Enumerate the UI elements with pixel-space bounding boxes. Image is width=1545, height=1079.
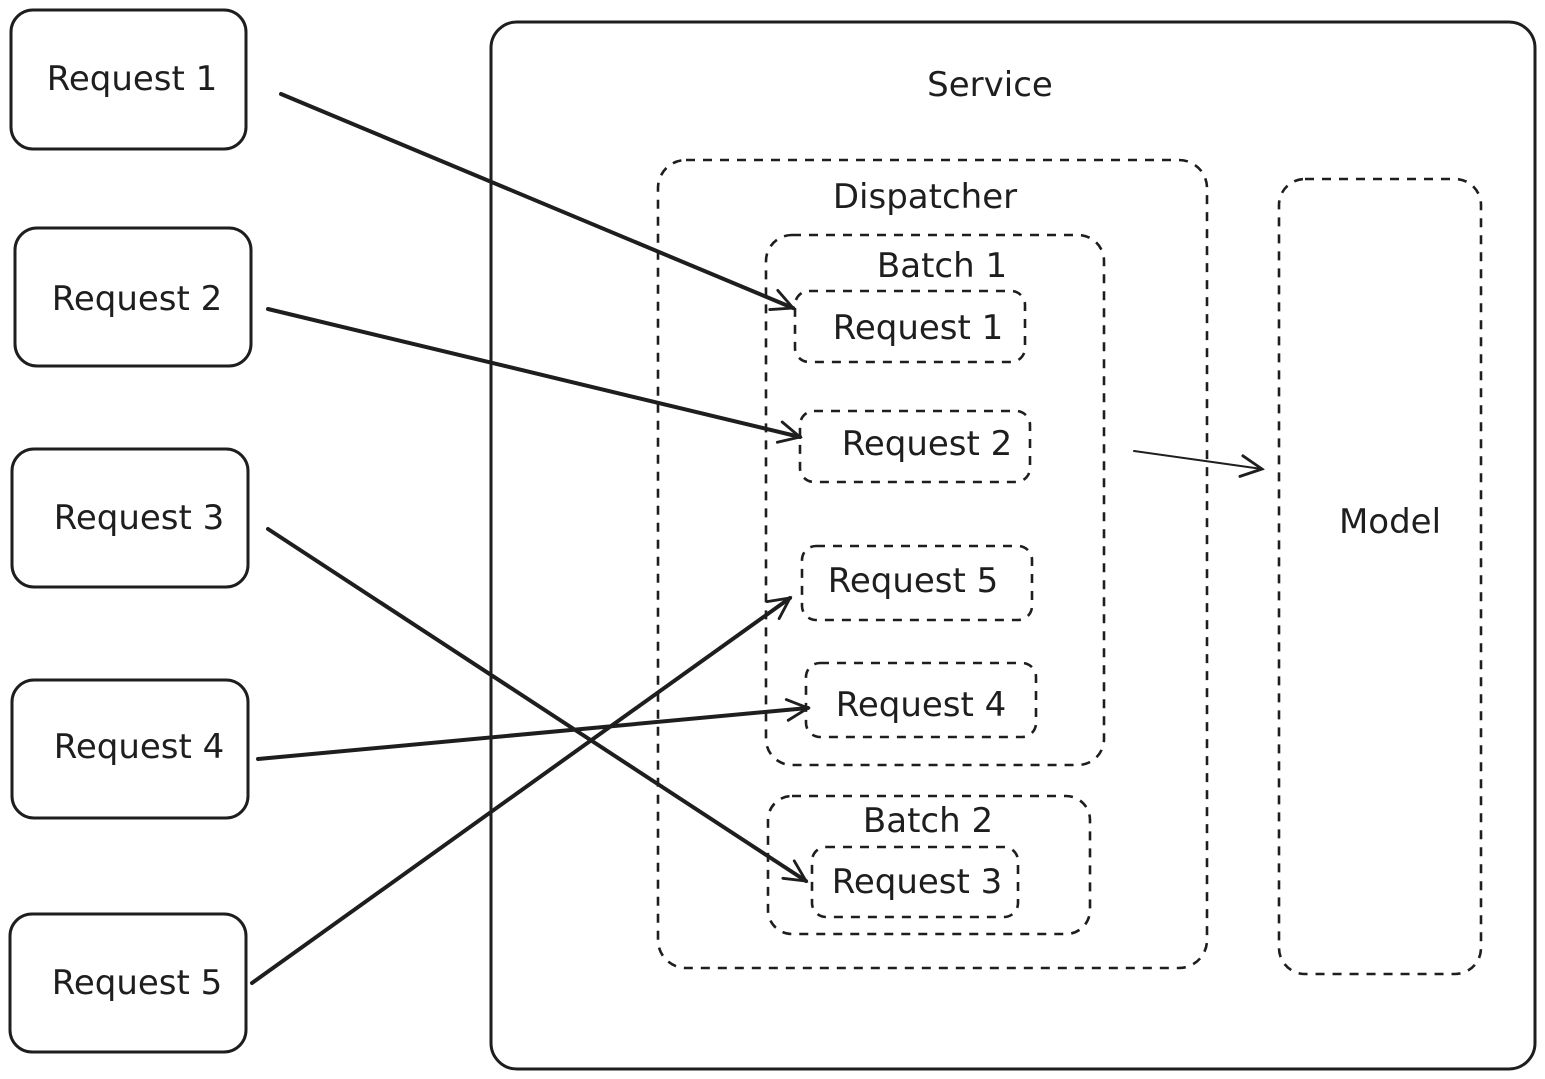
client-request-4: Request 4 (10, 678, 250, 820)
client-request-5-label: Request 5 (52, 963, 223, 1003)
batch-2-item-request-3: Request 3 (810, 845, 1020, 919)
batch-1-label: Batch 1 (877, 246, 1007, 286)
service-label: Service (927, 65, 1053, 105)
arrow-request-1 (279, 92, 793, 308)
client-request-2: Request 2 (13, 226, 253, 368)
client-request-1-label: Request 1 (47, 59, 218, 99)
arrow-request-3 (266, 527, 806, 883)
dispatcher-box (656, 158, 1209, 970)
batch-1-item-request-4-box (804, 661, 1038, 739)
batch-2-box (766, 794, 1092, 936)
batch-1: Batch 1 Request 1 Request 2 Request 5 Re… (764, 233, 1106, 767)
client-requests: Request 1 Request 2 Request 3 Request 4 … (8, 8, 253, 1054)
client-request-5: Request 5 (8, 912, 248, 1054)
batch-1-box (764, 233, 1106, 767)
batch-1-item-request-5: Request 5 (800, 544, 1034, 622)
batch-1-item-request-1-box (793, 289, 1027, 364)
client-request-3-box (10, 447, 250, 589)
batch-1-item-request-2-label: Request 2 (842, 424, 1013, 464)
arrow-request-2 (266, 307, 800, 437)
batch-2: Batch 2 Request 3 (766, 794, 1092, 936)
batch-2-item-request-3-label: Request 3 (832, 862, 1003, 902)
client-request-4-label: Request 4 (54, 727, 225, 767)
client-request-2-label: Request 2 (52, 279, 223, 319)
arrow-request-5 (250, 596, 790, 985)
client-request-3: Request 3 (10, 447, 250, 589)
batch-2-item-request-3-box (810, 845, 1020, 919)
client-request-3-label: Request 3 (54, 498, 225, 538)
batch-2-label: Batch 2 (863, 801, 993, 841)
dispatcher: Dispatcher (656, 158, 1209, 970)
client-request-5-box (8, 912, 248, 1054)
batch-1-item-request-4: Request 4 (804, 661, 1038, 739)
dispatcher-label: Dispatcher (833, 177, 1017, 217)
model-label: Model (1339, 502, 1441, 542)
model: Model (1277, 177, 1483, 976)
arrow-batch-to-model (1133, 450, 1262, 469)
client-request-1: Request 1 (9, 8, 248, 151)
client-request-4-box (10, 678, 250, 820)
batch-1-item-request-1-label: Request 1 (833, 308, 1004, 348)
batch-1-item-request-2-box (798, 409, 1032, 484)
client-request-2-box (13, 226, 253, 368)
batch-1-item-request-1: Request 1 (793, 289, 1027, 364)
batch-1-item-request-2: Request 2 (798, 409, 1032, 484)
model-box (1277, 177, 1483, 976)
batch-1-item-request-5-label: Request 5 (828, 561, 999, 601)
service-box (489, 20, 1537, 1071)
batch-1-item-request-4-label: Request 4 (836, 685, 1007, 725)
request-arrows (250, 92, 808, 985)
arrow-request-4 (256, 708, 808, 761)
service: Service (489, 20, 1537, 1071)
client-request-1-box (9, 8, 248, 151)
batch-1-item-request-5-box (800, 544, 1034, 622)
